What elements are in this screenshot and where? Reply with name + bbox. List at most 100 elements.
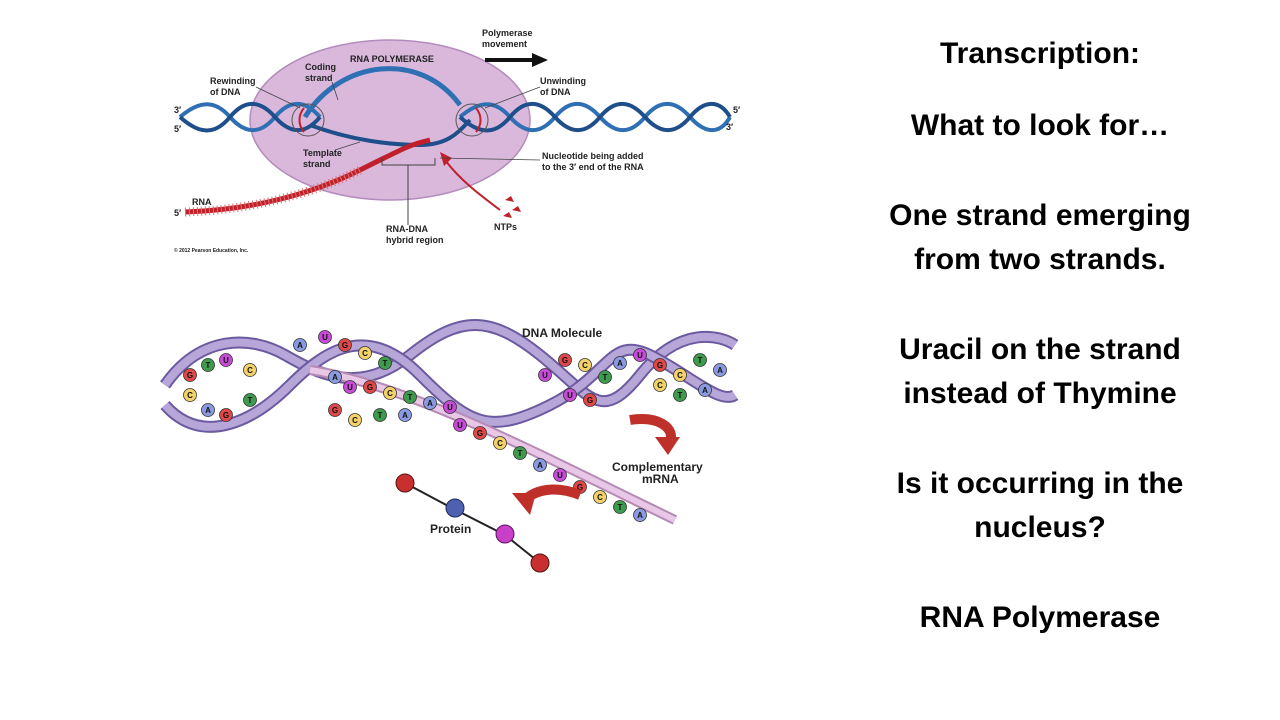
- nucleotide-letter: A: [402, 411, 408, 420]
- nucleotide-letter: C: [362, 349, 368, 358]
- nucleotide-letter: U: [637, 351, 643, 360]
- point-3-line-1: Is it occurring in the: [896, 467, 1184, 500]
- label-unwinding-2: of DNA: [540, 87, 571, 97]
- nucleotide-bead: [373, 408, 387, 422]
- label-rna: RNA: [192, 197, 212, 207]
- nucleotide-letter: A: [205, 406, 211, 415]
- nucleotide-bead: [423, 396, 437, 410]
- point-2-line-1: Uracil on the strand: [899, 333, 1181, 366]
- nucleotide-letter: A: [637, 511, 643, 520]
- nucleotide-letter: C: [352, 416, 358, 425]
- nucleotide-letter: G: [577, 483, 583, 492]
- nucleotide-letter: A: [427, 399, 433, 408]
- unwinding-circle: [455, 103, 489, 137]
- nucleotide-bead: [673, 388, 687, 402]
- polymerase-movement-arrowhead: [532, 53, 548, 67]
- amino-acid-3: [495, 524, 515, 544]
- nucleotide-letter: T: [383, 359, 388, 368]
- nucleotide-letter: A: [702, 386, 708, 395]
- nucleotide-bead: [183, 368, 197, 382]
- nucleotide-bead: [673, 368, 687, 382]
- nucleotide-letter: U: [347, 383, 353, 392]
- nucleotide-bead: [358, 346, 372, 360]
- slide-subtitle: What to look for…: [910, 109, 1170, 142]
- label-rewinding-1: Rewinding: [210, 76, 256, 86]
- nucleotide-letter: T: [378, 411, 383, 420]
- label-hybrid-2: hybrid region: [386, 235, 444, 245]
- transcription-diagram: RNA POLYMERASE Polymerase movement Codin…: [174, 28, 740, 254]
- nucleotide-letter: U: [557, 471, 563, 480]
- ntp-molecules-icon: [503, 196, 521, 218]
- label-complementary-2: mRNA: [642, 472, 679, 486]
- nucleotide-bead: [328, 403, 342, 417]
- nucleotide-bead: [583, 393, 597, 407]
- nucleotide-bead: [693, 353, 707, 367]
- nucleotide-letter: A: [332, 373, 338, 382]
- nucleotide-bead: [201, 358, 215, 372]
- nucleotide-letter: G: [223, 411, 229, 420]
- nucleotide-bead: [613, 356, 627, 370]
- label-dna-molecule: DNA Molecule: [522, 326, 603, 340]
- nucleotide-letter: G: [332, 406, 338, 415]
- amino-acid-4: [530, 553, 550, 573]
- nucleotide-bead: [563, 388, 577, 402]
- nucleotide-letter: G: [657, 361, 663, 370]
- nucleotide-bead: [558, 353, 572, 367]
- nucleotide-bead: [443, 400, 457, 414]
- nucleotide-bead: [201, 403, 215, 417]
- nucleotide-bead: [398, 408, 412, 422]
- nucleotide-letter: G: [587, 396, 593, 405]
- label-coding-strand-1: Coding: [305, 62, 336, 72]
- nucleotide-letter: T: [678, 391, 683, 400]
- dna-helix-right: [458, 101, 732, 133]
- label-nucleotide-2: to the 3′ end of the RNA: [542, 162, 644, 172]
- nucleotide-bead: [318, 330, 332, 344]
- nucleotide-bead: [363, 380, 377, 394]
- nucleotide-bead: [348, 413, 362, 427]
- nucleotide-letter: A: [617, 359, 623, 368]
- nucleotide-bead: [383, 386, 397, 400]
- nucleotide-letter: U: [542, 371, 548, 380]
- label-protein: Protein: [430, 522, 471, 536]
- nucleotide-letter: C: [677, 371, 683, 380]
- nucleotide-letter: U: [457, 421, 463, 430]
- nucleotide-bead: [578, 358, 592, 372]
- nucleotide-bead: [219, 408, 233, 422]
- nucleotide-letter: U: [567, 391, 573, 400]
- nucleotide-letter: C: [657, 381, 663, 390]
- dna-helix-left: [178, 101, 322, 133]
- nucleotide-bead: [219, 353, 233, 367]
- nucleotide-letter: T: [408, 393, 413, 402]
- nucleotide-letter: G: [562, 356, 568, 365]
- label-coding-strand-2: strand: [305, 73, 333, 83]
- label-polymerase-movement-2: movement: [482, 39, 527, 49]
- nucleotide-letter: C: [582, 361, 588, 370]
- rna-polymerase-blob: [249, 39, 531, 201]
- amino-acid-2: [445, 498, 465, 518]
- label-hybrid-1: RNA-DNA: [386, 224, 428, 234]
- nucleotide-letter: U: [322, 333, 328, 342]
- nucleotide-letter: A: [537, 461, 543, 470]
- nucleotide-bead: [633, 348, 647, 362]
- nucleotide-bead: [493, 436, 507, 450]
- nucleotide-bead: [513, 446, 527, 460]
- label-five-prime-rna: 5′: [174, 208, 181, 218]
- nucleotide-letter: U: [223, 356, 229, 365]
- label-unwinding-1: Unwinding: [540, 76, 586, 86]
- label-ntps: NTPs: [494, 222, 517, 232]
- point-4: RNA Polymerase: [919, 601, 1161, 634]
- label-rewinding-2: of DNA: [210, 87, 241, 97]
- label-template-strand-1: Template: [303, 148, 342, 158]
- transcription-arrow: [629, 414, 676, 443]
- point-1-line-1: One strand emerging: [889, 199, 1191, 232]
- nucleotide-letter: A: [717, 366, 723, 375]
- nucleotide-letter: T: [248, 396, 253, 405]
- nucleotide-bead: [473, 426, 487, 440]
- nucleotide-letter: C: [497, 439, 503, 448]
- nucleotide-letter: C: [597, 493, 603, 502]
- label-complementary-1: Complementary: [612, 460, 703, 474]
- nucleotide-letter: G: [342, 341, 348, 350]
- nucleotide-bead: [243, 363, 257, 377]
